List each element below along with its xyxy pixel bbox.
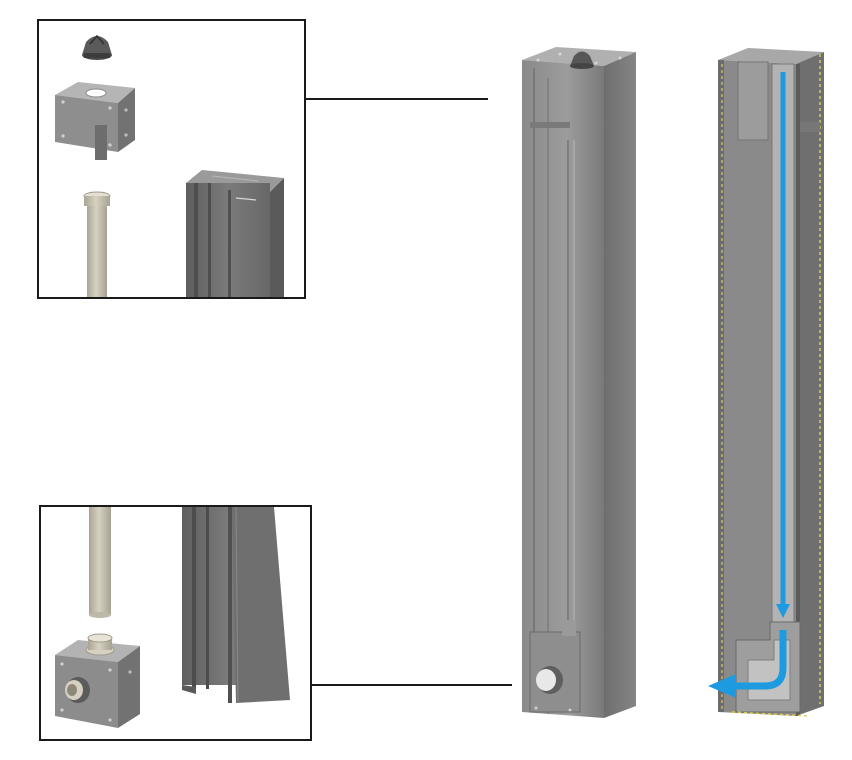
aluminum-profile-icon [186,170,284,297]
drain-pipe-icon [89,507,111,618]
drain-pipe-icon [83,191,111,297]
assembled-post-view [522,47,636,718]
base-box-with-outlet-icon [55,633,140,728]
cap-nut-icon [82,34,112,60]
section-view-with-water-flow [708,48,824,717]
water-flow-arrow-icon [708,72,790,698]
post-base-outlet-icon [529,620,581,713]
top-bracket-icon [55,82,135,160]
post-cap-icon [570,51,594,69]
top-detail-panel [37,19,306,299]
aluminum-profile-icon [182,506,290,704]
bottom-detail-panel [39,505,312,741]
